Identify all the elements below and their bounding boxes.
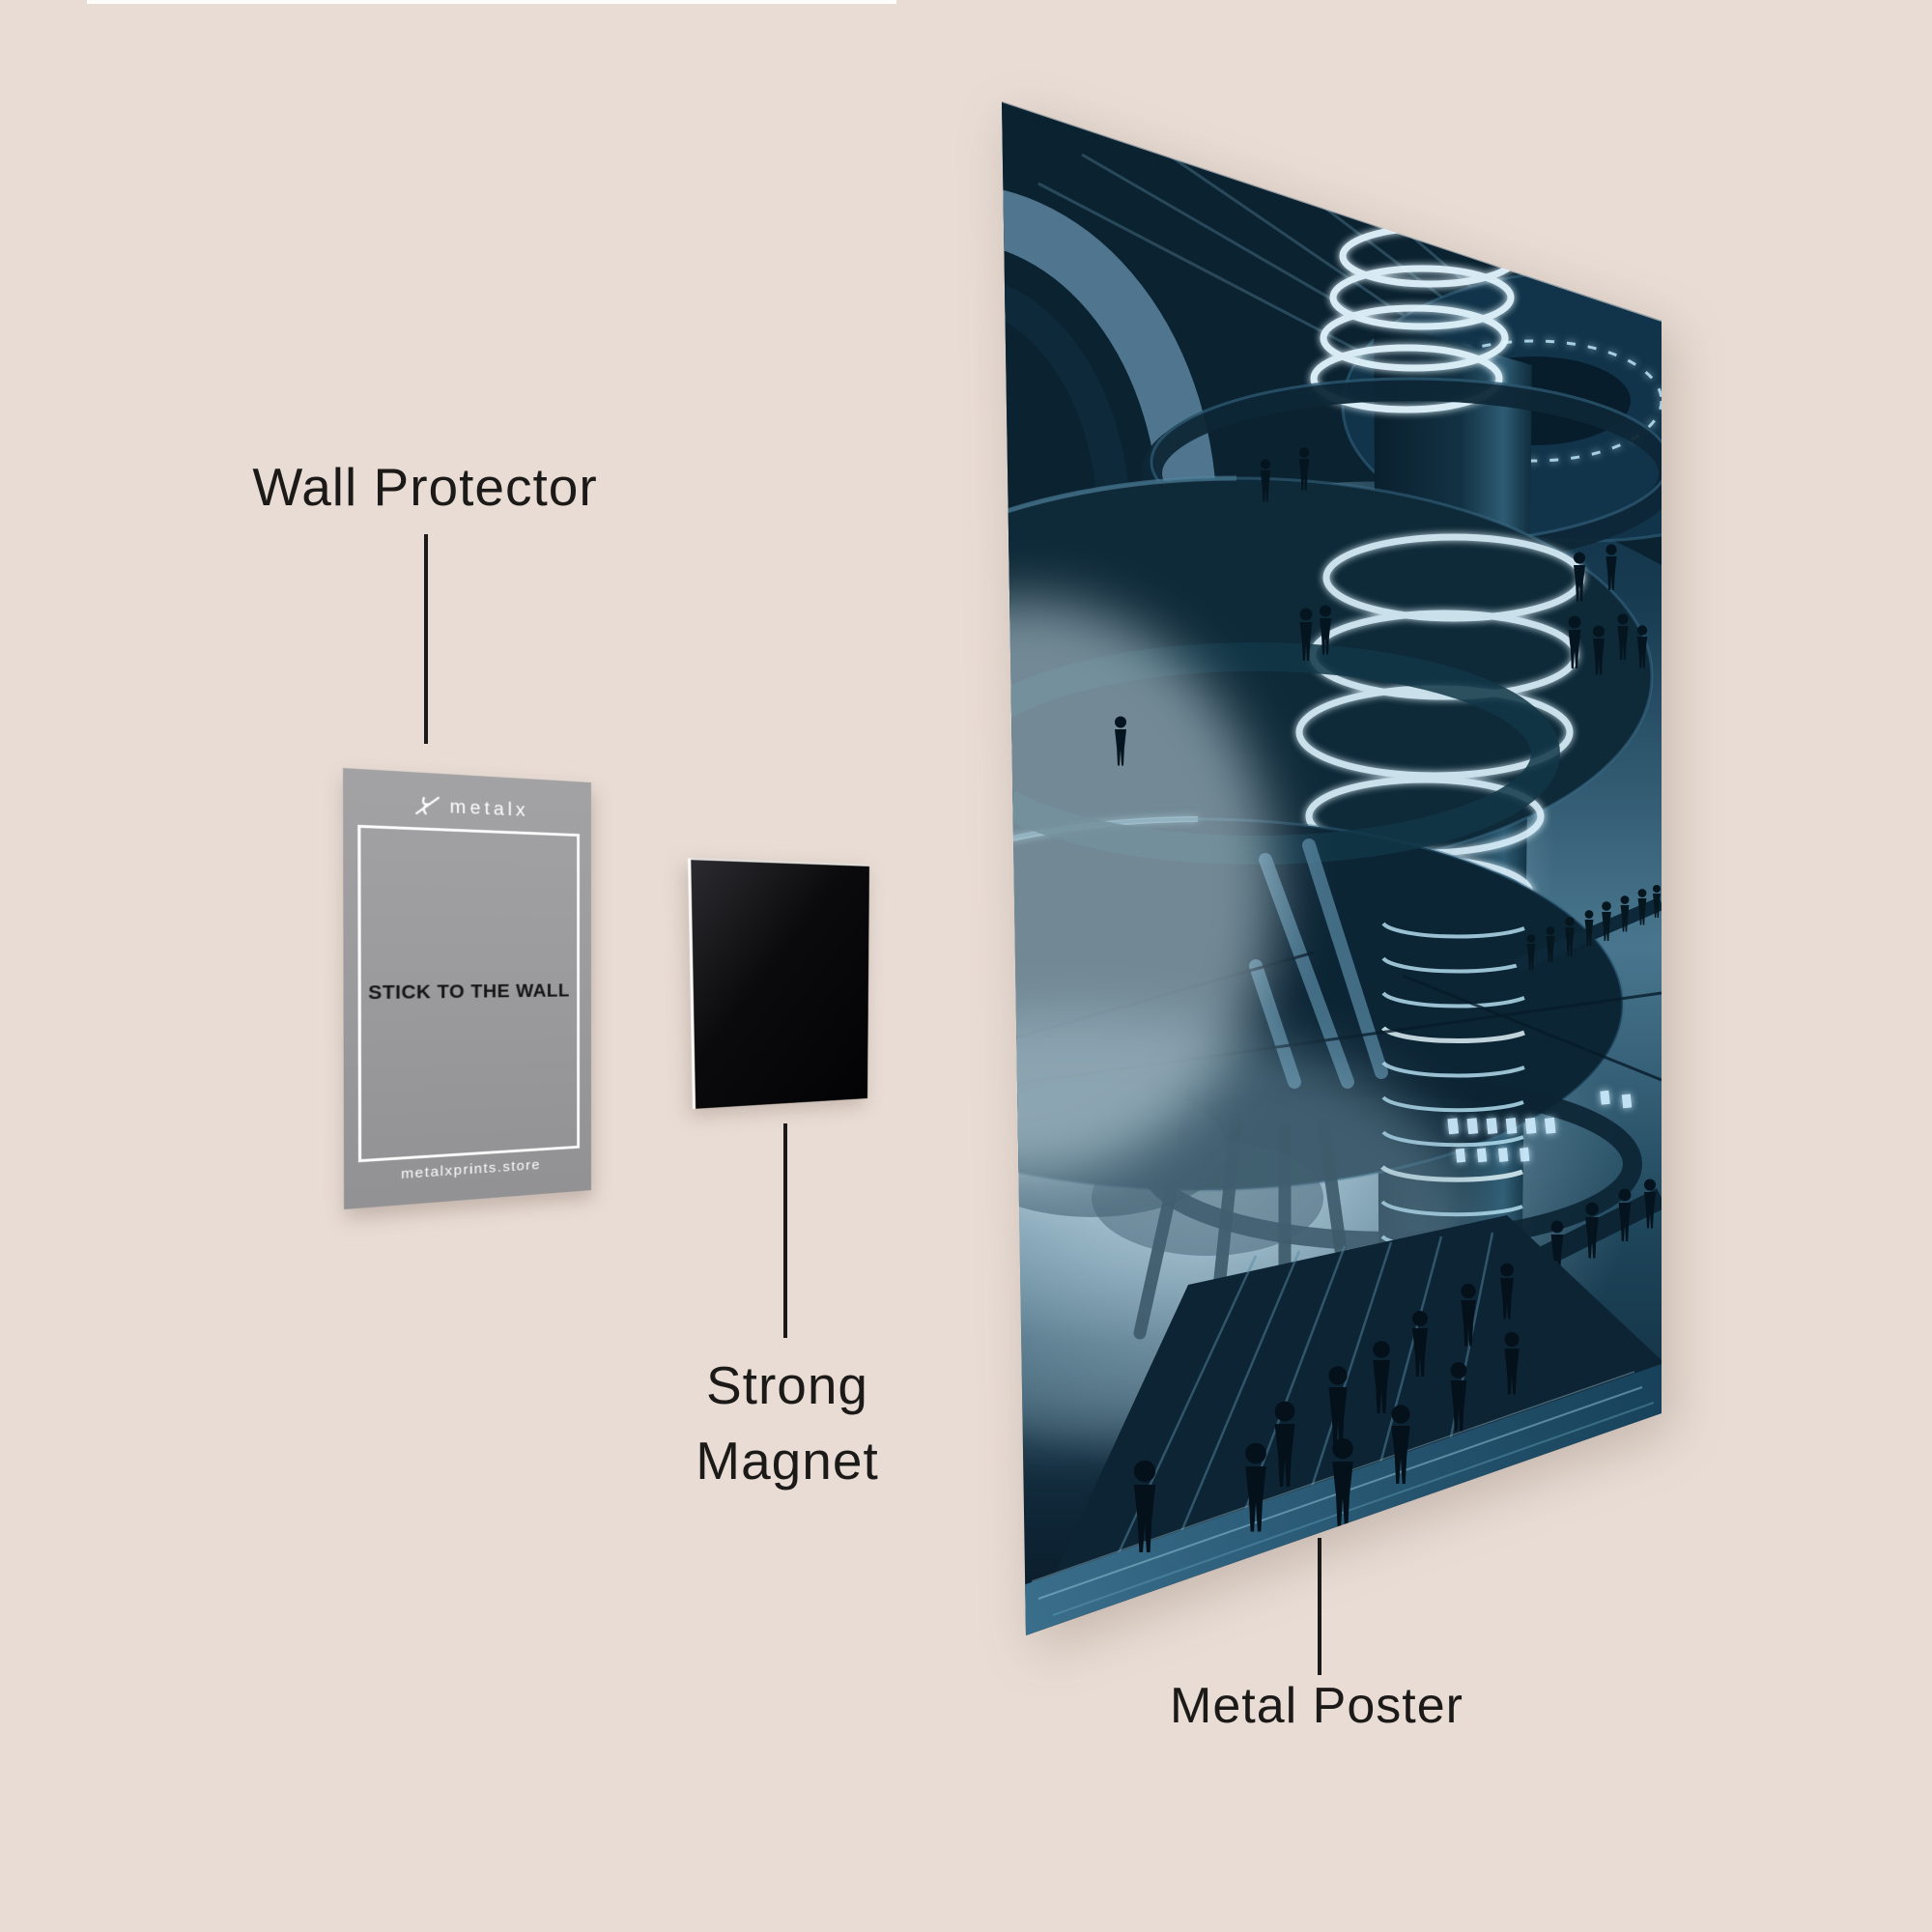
- strong-magnet-line: [783, 1123, 787, 1338]
- metal-poster-line: [1318, 1538, 1321, 1675]
- card-message: STICK TO THE WALL: [343, 980, 591, 1005]
- card-brand-wordmark: metalx: [450, 796, 529, 821]
- wall-protector-card: metalx STICK TO THE WALL metalxprints.st…: [343, 768, 591, 1209]
- metal-poster-label: Metal Poster: [1170, 1677, 1463, 1735]
- wall-protector-line: [424, 534, 428, 744]
- metalx-logo-icon: [413, 794, 441, 818]
- wall-protector-label: Wall Protector: [252, 456, 597, 518]
- strong-magnet-label: Strong Magnet: [696, 1348, 878, 1498]
- card-logo: metalx: [343, 785, 591, 829]
- strong-magnet: [688, 858, 869, 1109]
